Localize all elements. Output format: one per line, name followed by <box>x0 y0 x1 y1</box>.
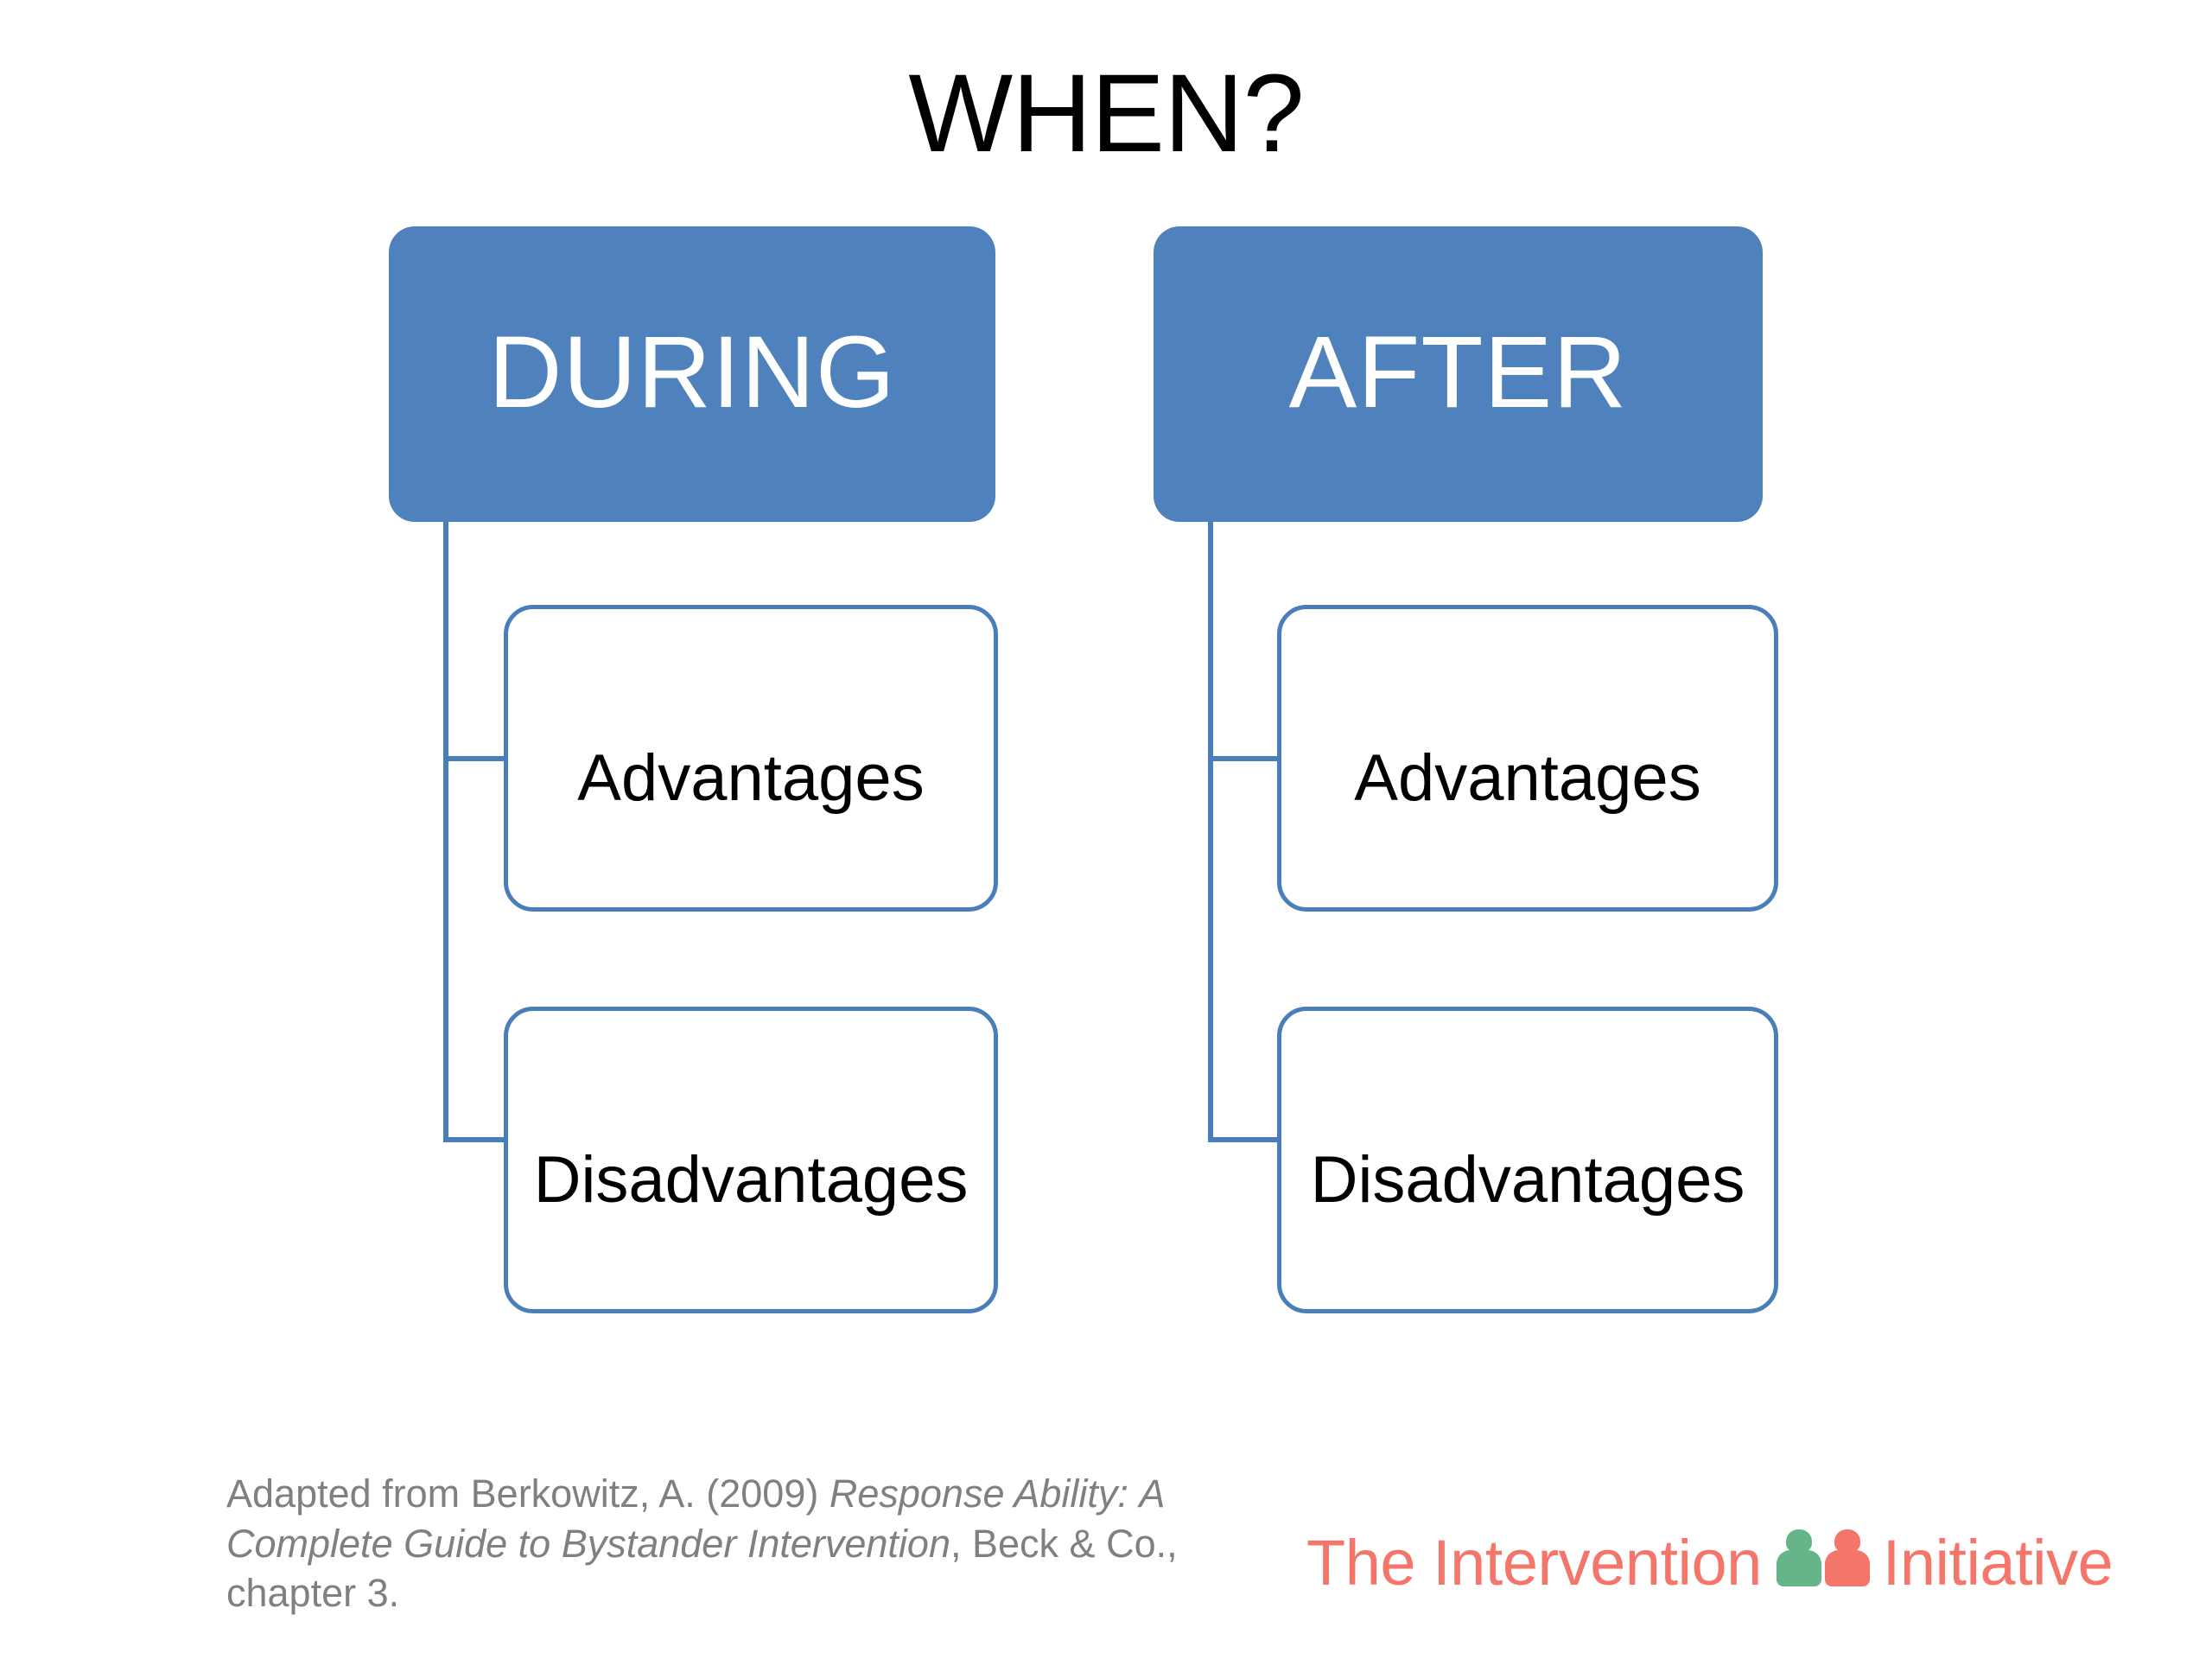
citation-publisher: , Beck & <box>950 1521 1096 1566</box>
person-green-icon <box>1776 1529 1822 1586</box>
node-during-disadvantages[interactable]: Disadvantages <box>504 1007 998 1313</box>
connector-after-trunk <box>1208 518 1213 1142</box>
node-during-disadvantages-label: Disadvantages <box>533 1143 969 1217</box>
citation-prefix: Adapted from Berkowitz, A. (2009) <box>226 1471 830 1516</box>
node-after-label: AFTER <box>1288 315 1628 429</box>
citation-chapter: Co., chapter 3. <box>226 1521 1178 1616</box>
page-title: WHEN? <box>908 52 1304 175</box>
citation-note: Adapted from Berkowitz, A. (2009) Respon… <box>226 1469 1281 1618</box>
node-after-disadvantages[interactable]: Disadvantages <box>1277 1007 1778 1313</box>
node-during-advantages-label: Advantages <box>577 741 925 815</box>
logo-text-right: Initiative <box>1882 1527 2113 1599</box>
node-during-advantages[interactable]: Advantages <box>504 605 998 912</box>
connector-during-advantages <box>443 756 506 761</box>
node-after-header[interactable]: AFTER <box>1154 226 1763 522</box>
citation-title-part1: Response Ability: <box>829 1471 1128 1516</box>
node-after-advantages[interactable]: Advantages <box>1277 605 1778 912</box>
node-during-header[interactable]: DURING <box>389 226 995 522</box>
logo-figures <box>1776 1529 1872 1586</box>
connector-after-advantages <box>1208 756 1280 761</box>
connector-during-disadvantages <box>443 1137 506 1142</box>
connector-after-disadvantages <box>1208 1137 1280 1142</box>
person-salmon-icon <box>1824 1529 1871 1586</box>
node-after-disadvantages-label: Disadvantages <box>1310 1143 1745 1217</box>
logo-text-left: The Intervention <box>1306 1527 1762 1599</box>
node-during-label: DURING <box>488 315 896 429</box>
connector-during-trunk <box>443 518 448 1142</box>
citation-title-part2: A Complete Guide to Bystander Interventi… <box>226 1471 1164 1566</box>
node-after-advantages-label: Advantages <box>1354 741 1701 815</box>
intervention-initiative-logo: The Intervention Initiative <box>1306 1516 2113 1611</box>
